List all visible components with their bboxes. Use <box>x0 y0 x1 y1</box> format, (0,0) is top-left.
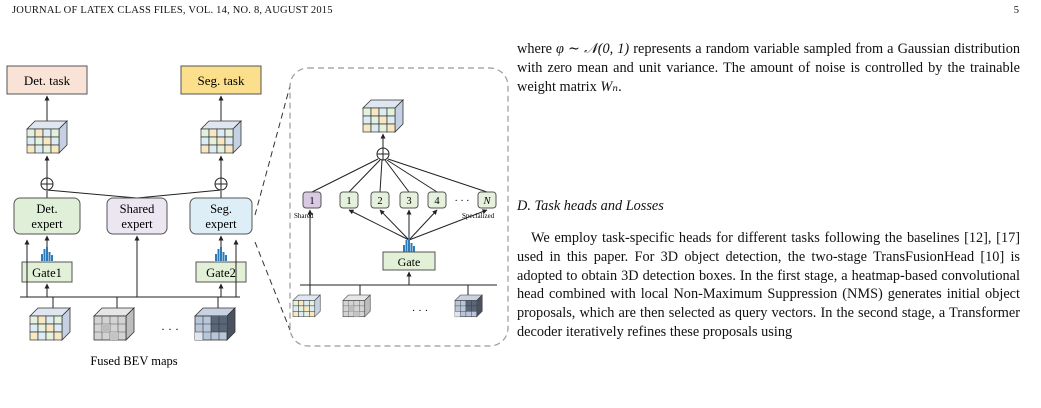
zoom-expert-3-num: 3 <box>406 196 411 207</box>
zoom-expert-dots: · · · <box>455 196 470 207</box>
det-output-feature-icon <box>26 120 68 154</box>
seg-task-box <box>180 65 262 95</box>
expert-detail-panel <box>289 67 509 347</box>
zoom-specialized-label: Specialized <box>462 212 495 220</box>
p1-text-a: where <box>517 41 556 57</box>
zoom-shared-expert-num: 1 <box>309 196 314 207</box>
gate1-box <box>21 261 73 283</box>
shared-expert-box <box>106 197 168 235</box>
zoom-gate-box <box>382 251 436 271</box>
zoom-expert-1 <box>339 191 359 209</box>
det-gate-weights-icon <box>41 247 53 261</box>
gate2-label: Gate2 <box>206 266 236 280</box>
running-header: JOURNAL OF LATEX CLASS FILES, VOL. 14, N… <box>12 5 333 16</box>
bev-map-icon-n <box>194 307 236 341</box>
det-task-label: Det. task <box>24 73 71 88</box>
seg-task-label: Seg. task <box>198 73 245 88</box>
zoom-gate-weights-icon <box>403 238 415 252</box>
section-heading: D. Task heads and Losses <box>517 198 664 214</box>
p1-math-wn: Wₙ <box>600 78 619 95</box>
zoom-bev-map-icon-2 <box>342 294 371 318</box>
zoom-expert-3 <box>399 191 419 209</box>
zoom-expert-1-num: 1 <box>346 196 351 207</box>
zoom-expert-n <box>477 191 497 209</box>
zoom-expert-2-num: 2 <box>377 196 382 207</box>
page-number: 5 <box>1013 5 1019 16</box>
det-expert-label-1: Det. <box>36 202 57 216</box>
p1-text-c: . <box>618 78 622 95</box>
figure-caption: Fused BEV maps <box>90 354 177 368</box>
det-expert-box <box>13 197 81 235</box>
gate2-box <box>195 261 247 283</box>
paragraph-task-heads: We employ task-specific heads for differ… <box>517 230 1020 340</box>
det-task-box <box>6 65 88 95</box>
seg-expert-label-1: Seg. <box>210 202 232 216</box>
zoom-expert-4-num: 4 <box>434 196 440 207</box>
zoom-bev-dots: · · · <box>412 305 429 317</box>
zoom-bev-map-icon-1 <box>292 294 321 318</box>
zoom-shared-label: Shared <box>294 212 314 220</box>
p1-math-phi: φ ∼ 𝒩(0, 1) <box>556 41 630 57</box>
seg-expert-box <box>189 197 253 235</box>
det-expert-label-2: expert <box>31 217 63 231</box>
seg-gate-weights-icon <box>215 247 227 261</box>
zoom-expert-4 <box>427 191 447 209</box>
bev-dots: · · · <box>161 322 179 336</box>
bev-map-icon-1 <box>29 307 71 341</box>
p1-text-b: represents a random variable sampled fro… <box>517 41 1020 95</box>
zoom-shared-expert <box>302 191 322 209</box>
paragraph-noise: where φ ∼ 𝒩(0, 1) represents a random va… <box>517 40 1020 96</box>
zoom-output-feature-icon <box>362 99 404 133</box>
seg-output-feature-icon <box>200 120 242 154</box>
shared-expert-label-1: Shared <box>120 202 155 216</box>
moe-architecture-figure: Det. task Seg. task Det. expert Shared e… <box>6 65 509 368</box>
zoom-gate-label: Gate <box>398 255 421 269</box>
zoom-expert-2 <box>370 191 390 209</box>
seg-expert-label-2: expert <box>205 217 237 231</box>
zoom-bev-map-icon-n <box>454 294 483 318</box>
gate1-label: Gate1 <box>32 266 62 280</box>
zoom-expert-n-num: N <box>482 196 491 207</box>
shared-expert-label-2: expert <box>121 217 153 231</box>
bev-map-icon-2 <box>93 307 135 341</box>
